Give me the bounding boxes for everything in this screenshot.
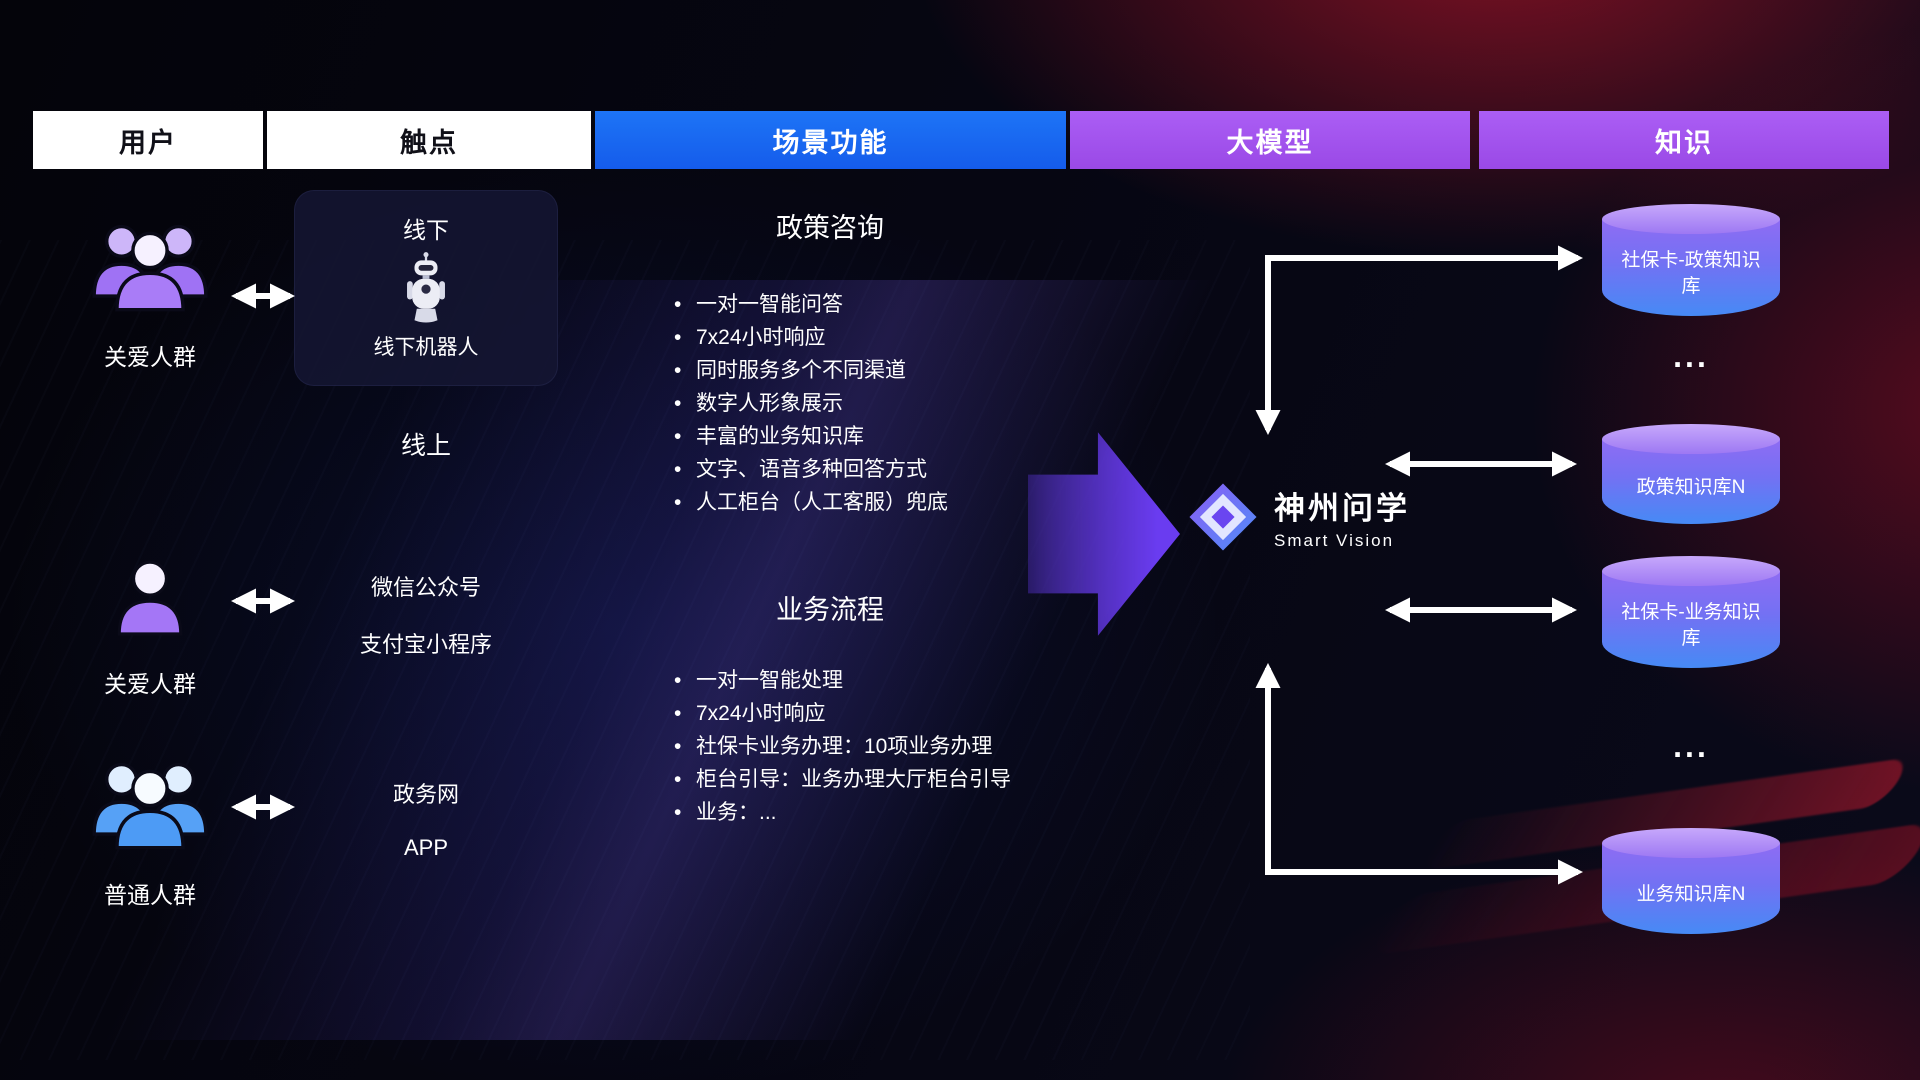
header-functions: 场景功能	[595, 111, 1066, 169]
list-item: 一对一智能问答	[672, 288, 1132, 321]
business-section-title: 业务流程	[776, 595, 884, 625]
list-item: 丰富的业务知识库	[672, 420, 1132, 453]
policy-section-title: 政策咨询	[776, 213, 884, 243]
user-care-group-2: 关爱人群	[50, 551, 250, 699]
database-icon	[1602, 424, 1780, 454]
policy-feature-list: 一对一智能问答 7x24小时响应 同时服务多个不同渠道 数字人形象展示 丰富的业…	[672, 288, 1132, 519]
database-icon	[1602, 219, 1780, 316]
list-item: 业务：...	[672, 796, 1132, 829]
list-item: 柜台引导：业务办理大厅柜台引导	[672, 763, 1132, 796]
logo-text: 神州问学 Smart Vision	[1274, 483, 1410, 551]
logo-name: 神州问学	[1274, 491, 1410, 526]
list-item: 同时服务多个不同渠道	[672, 354, 1132, 387]
offline-touchpoint-card: 线下 线下机器人	[294, 190, 558, 386]
kb-label: 政策知识库N	[1636, 477, 1746, 499]
database-icon	[1602, 204, 1780, 234]
list-item: 文字、语音多种回答方式	[672, 453, 1132, 486]
user-label: 关爱人群	[104, 671, 196, 697]
list-item: 社保卡业务办理：10项业务办理	[672, 730, 1132, 763]
ellipsis: ...	[1673, 338, 1709, 374]
header-users: 用户	[33, 111, 263, 169]
header-model: 大模型	[1070, 111, 1470, 169]
kb-socialcard-policy: 社保卡-政策知识库	[1602, 204, 1780, 316]
list-item: 数字人形象展示	[672, 387, 1132, 420]
kb-label: 社保卡-政策知识库	[1621, 250, 1761, 297]
kb-policy-n: 政策知识库N	[1602, 424, 1780, 524]
robot-icon	[407, 252, 445, 323]
kb-label: 社保卡-业务知识库	[1621, 602, 1761, 649]
user-general-group: 普通人群	[50, 752, 250, 910]
business-feature-list: 一对一智能处理 7x24小时响应 社保卡业务办理：10项业务办理 柜台引导：业务…	[672, 664, 1132, 829]
logo-subtitle: Smart Vision	[1274, 531, 1395, 550]
database-icon	[1602, 828, 1780, 858]
list-item: 7x24小时响应	[672, 697, 1132, 730]
database-icon	[1602, 843, 1780, 934]
database-icon	[1602, 556, 1780, 586]
header-knowledge: 知识	[1479, 111, 1889, 169]
logo-diamond-icon	[1189, 483, 1257, 551]
group-people-blue-icon	[92, 762, 208, 850]
channel-app: APP	[403, 835, 449, 860]
online-label: 线上	[400, 432, 451, 460]
kb-socialcard-business: 社保卡-业务知识库	[1602, 556, 1780, 668]
smart-vision-logo: 神州问学 Smart Vision	[1186, 480, 1410, 554]
user-label: 关爱人群	[104, 344, 196, 370]
offline-robot-label: 线下机器人	[373, 336, 479, 359]
database-icon	[1602, 571, 1780, 668]
channel-alipay: 支付宝小程序	[359, 632, 492, 657]
kb-label: 业务知识库N	[1636, 884, 1746, 906]
user-care-group-1: 关爱人群	[50, 214, 250, 372]
ellipsis: ...	[1673, 728, 1709, 764]
kb-business-n: 业务知识库N	[1602, 828, 1780, 934]
group-people-purple-icon	[92, 224, 208, 312]
user-label: 普通人群	[104, 882, 196, 908]
channel-govweb: 政务网	[392, 782, 459, 807]
list-item: 人工柜台（人工客服）兜底	[672, 486, 1132, 519]
list-item: 一对一智能处理	[672, 664, 1132, 697]
offline-title: 线下	[403, 217, 449, 243]
list-item: 7x24小时响应	[672, 321, 1132, 354]
person-purple-icon	[117, 560, 183, 636]
channel-wechat: 微信公众号	[370, 575, 481, 600]
header-touchpoints: 触点	[267, 111, 591, 169]
